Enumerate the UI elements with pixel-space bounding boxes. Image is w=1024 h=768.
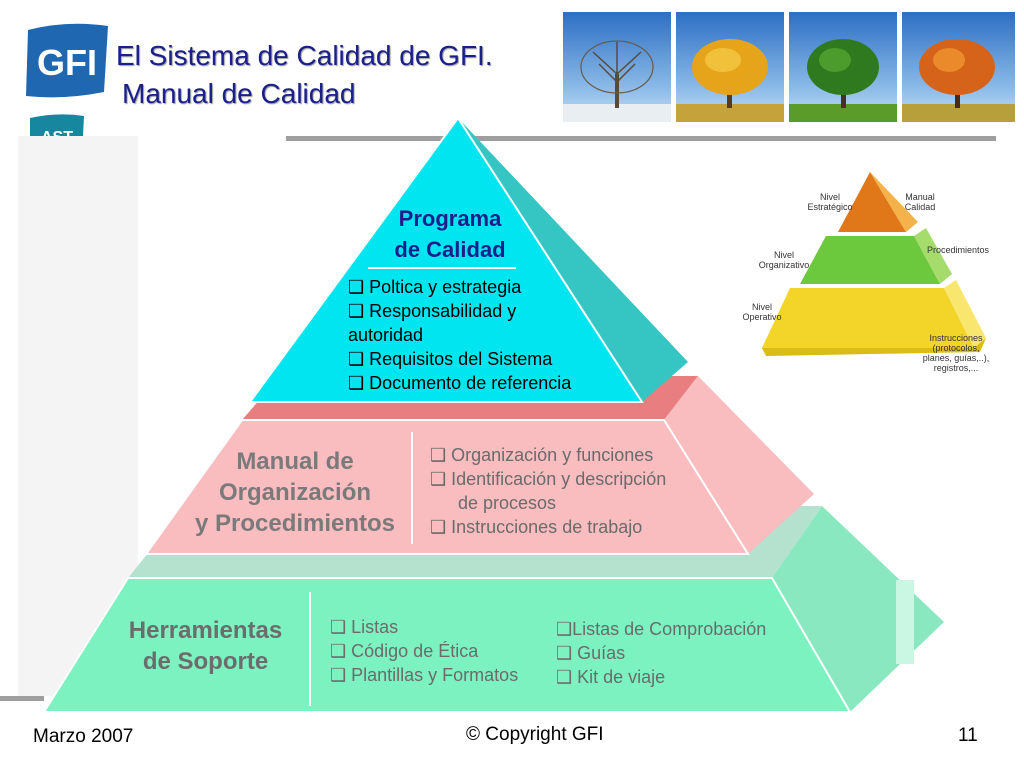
tier-middle-heading: Manual de Organización y Procedimientos <box>180 446 410 539</box>
gfi-logo: GFI <box>26 23 108 98</box>
slide-title-line-1: El Sistema de Calidad de GFI. <box>116 40 493 71</box>
tier-top-list: ❑ Poltica y estrategia ❑ Responsabilidad… <box>348 275 571 395</box>
autumn-yellow-tree-photo <box>676 12 784 122</box>
tier-bottom-heading-line-1: Herramientas <box>128 617 283 644</box>
tier-bottom-heading: Herramientas de Soporte <box>108 615 303 677</box>
tier-middle-heading-line-1: Manual de <box>236 448 354 475</box>
list-item: autoridad <box>348 325 424 345</box>
list-item: ❑ Plantillas y Formatos <box>330 665 519 685</box>
footer-copyright: © Copyright GFI <box>466 724 604 745</box>
list-item: ❑Listas de Comprobación <box>556 619 767 639</box>
svg-text:Instrucciones(protocolos,plane: Instrucciones(protocolos,planes, guías,.… <box>923 333 990 373</box>
list-item: ❑ Organización y funciones <box>430 445 654 465</box>
list-item: ❑ Documento de referencia <box>348 373 572 393</box>
tier-top-heading: Programa de Calidad <box>370 203 530 265</box>
list-item: ❑ Poltica y estrategia <box>348 277 522 297</box>
tier-bottom-heading-line-2: de Soporte <box>142 648 269 675</box>
list-item: ❑ Identificación y descripción <box>430 469 667 489</box>
list-item: ❑ Listas <box>330 617 399 637</box>
winter-tree-photo <box>563 12 671 122</box>
list-item: ❑ Responsabilidad y <box>348 301 517 321</box>
list-item: de procesos <box>458 493 557 513</box>
tier-middle-heading-line-2: Organización <box>218 479 372 506</box>
decorative-line <box>286 136 996 141</box>
footer-page-number: 11 <box>958 725 978 746</box>
list-item: ❑ Código de Ética <box>330 641 479 661</box>
svg-text:Procedimientos: Procedimientos <box>927 245 990 255</box>
footer-date: Marzo 2007 <box>33 726 134 747</box>
mini-levels-pyramid <box>762 172 986 356</box>
slide-title-line-2: Manual de Calidad <box>122 78 356 109</box>
list-item: ❑ Requisitos del Sistema <box>348 349 553 369</box>
tier-top-heading-line-1: Programa <box>398 206 502 231</box>
summer-green-tree-photo <box>789 12 897 122</box>
logo-text: GFI <box>37 42 97 83</box>
list-item: ❑ Kit de viaje <box>556 667 666 687</box>
autumn-orange-tree-photo <box>902 12 1015 122</box>
tier-middle-heading-line-3: y Procedimientos <box>194 510 396 537</box>
list-item: ❑ Instrucciones de trabajo <box>430 517 643 537</box>
tier-top-heading-line-2: de Calidad <box>394 237 506 262</box>
tier-bottom-list-left: ❑ Listas ❑ Código de Ética ❑ Plantillas … <box>330 615 518 687</box>
tier-middle-list: ❑ Organización y funciones ❑ Identificac… <box>430 443 666 539</box>
list-item: ❑ Guías <box>556 643 626 663</box>
seasons-tree-photos <box>563 12 1015 122</box>
tier-bottom-list-right: ❑Listas de Comprobación ❑ Guías ❑ Kit de… <box>556 617 766 689</box>
decorative-line-bottom <box>0 696 44 701</box>
pyramid-tier-top <box>248 116 688 403</box>
